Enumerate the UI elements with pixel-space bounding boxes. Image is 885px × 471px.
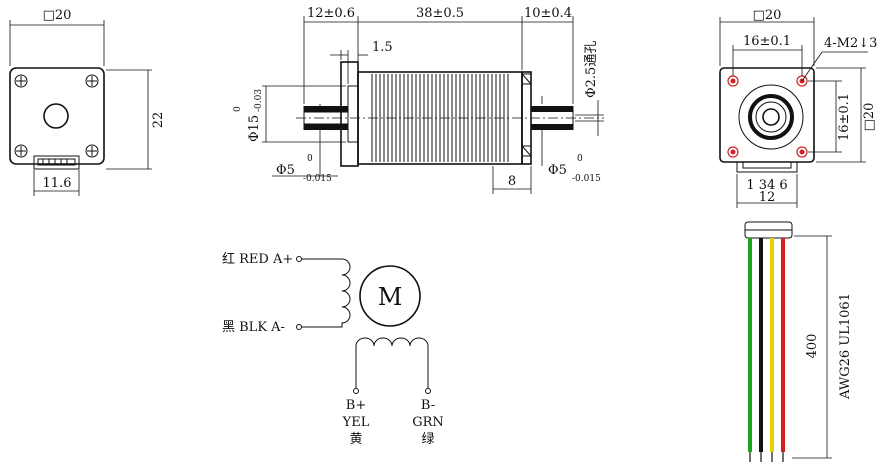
pin-label: 1 34 6 — [746, 178, 787, 193]
len-right-label: 10±0.4 — [524, 6, 572, 21]
end-side-label: □20 — [862, 103, 877, 132]
svg-text:0: 0 — [577, 154, 583, 164]
end-connector — [736, 161, 798, 173]
end-width-label: □20 — [753, 8, 782, 23]
b-minus-terminal — [425, 388, 431, 394]
wiring-diagram: 红 RED A+ 黑 BLK A- M B+ YEL 黄 B- GRN 绿 — [222, 251, 444, 447]
rear-length-label: 8 — [508, 174, 516, 189]
len-left-label: 12±0.6 — [307, 6, 355, 21]
b-minus-code: B- — [421, 398, 435, 413]
end-bearing — [748, 94, 794, 140]
motor-letter: M — [378, 283, 403, 311]
b-plus-code: B+ — [346, 398, 366, 413]
b-plus-terminal — [353, 388, 359, 394]
cable-length-label: 400 — [805, 334, 820, 359]
front-screw-br — [85, 144, 99, 158]
a-minus-label: 黑 BLK A- — [222, 320, 285, 335]
svg-text:0: 0 — [307, 154, 313, 164]
cable-wires — [748, 238, 785, 462]
boss-dia-label: Φ15 — [247, 115, 262, 142]
end-hole-bl — [727, 146, 739, 158]
front-view: □20 22 11.6 — [9, 8, 166, 196]
side-front-flange — [340, 61, 359, 167]
shaft-right-dia-label: Φ5 — [548, 163, 567, 178]
shaft-left-dia-label: Φ5 — [276, 163, 295, 178]
step-label: 1.5 — [372, 40, 393, 55]
front-width-label: □20 — [43, 8, 72, 23]
hole-spacing-v-label: 16±0.1 — [837, 93, 852, 141]
side-view: 12±0.6 38±0.5 10±0.4 1.5 Φ15 0 -0.03 Φ5 … — [233, 6, 604, 194]
a-minus-terminal — [296, 324, 302, 330]
screw-label: 4-M2↓3 — [824, 36, 877, 51]
motor-symbol — [359, 265, 421, 327]
hole-label: Φ2.5通孔 — [584, 41, 599, 98]
connector-width-label: 12 — [759, 190, 776, 205]
coil-a — [301, 258, 351, 328]
front-connector — [33, 155, 80, 170]
svg-text:-0.015: -0.015 — [303, 174, 332, 184]
len-body-label: 38±0.5 — [416, 6, 464, 21]
end-hole-br — [796, 146, 808, 158]
end-shaft — [762, 108, 780, 126]
b-plus-color: YEL — [342, 415, 370, 430]
front-height-label: 22 — [151, 112, 166, 129]
front-shaft-circle — [43, 103, 69, 129]
svg-text:-0.03: -0.03 — [254, 89, 264, 112]
b-plus-cn: 黄 — [349, 432, 362, 447]
front-flange — [9, 67, 105, 165]
a-plus-terminal — [296, 256, 302, 262]
end-boss — [738, 84, 804, 150]
front-screw-tl — [14, 74, 28, 88]
front-screw-bl — [14, 144, 28, 158]
cable-spec-label: AWG26 UL1061 — [838, 293, 853, 400]
end-view: □20 16±0.1 4-M2↓3 16±0.1 □20 1 34 6 12 — [719, 8, 877, 208]
cable-assembly: 400 AWG26 UL1061 — [744, 221, 853, 462]
front-screw-tr — [85, 74, 99, 88]
coil-b — [355, 337, 429, 388]
a-plus-label: 红 RED A+ — [222, 251, 293, 267]
svg-text:-0.015: -0.015 — [572, 174, 601, 184]
front-connector-label: 11.6 — [43, 176, 72, 191]
b-minus-color: GRN — [412, 415, 444, 430]
svg-text:0: 0 — [233, 106, 243, 112]
b-minus-cn: 绿 — [421, 432, 434, 447]
hole-spacing-h-label: 16±0.1 — [743, 34, 791, 49]
